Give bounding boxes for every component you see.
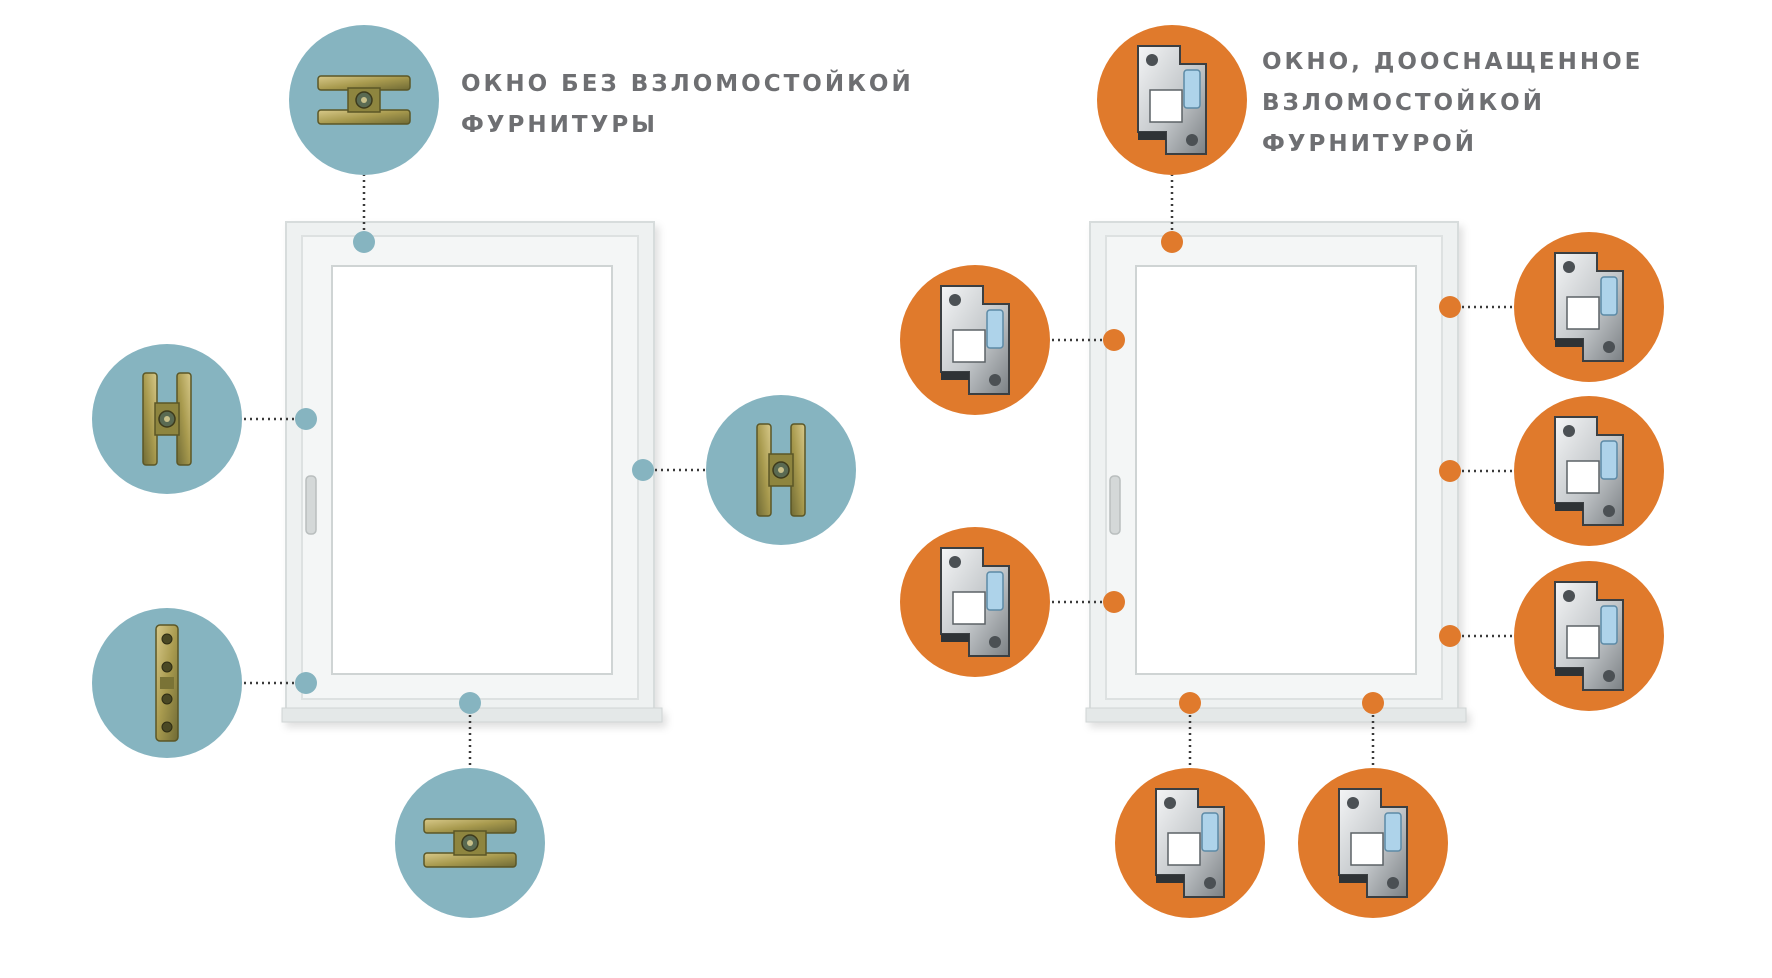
locking-point xyxy=(1115,692,1265,918)
standard-locking-points xyxy=(92,25,856,918)
mushroom-cam-icon xyxy=(423,818,517,868)
window-sill xyxy=(1085,707,1467,723)
caption-line: ФУРНИТУРОЙ xyxy=(1262,131,1477,157)
locking-point xyxy=(1097,25,1247,253)
locking-point xyxy=(1439,561,1664,711)
hardware-bubble xyxy=(1298,768,1448,918)
hardware-bubble xyxy=(1514,396,1664,546)
hardware-bubble xyxy=(706,395,856,545)
window-with-burglar-resistant-hardware xyxy=(1085,221,1467,723)
hardware-bubble xyxy=(289,25,439,175)
locking-point xyxy=(92,608,317,758)
caption-reinforced-window: ОКНО, ДООСНАЩЕННОЕ ВЗЛОМОСТОЙКОЙ ФУРНИТУ… xyxy=(1262,42,1643,165)
locking-point xyxy=(289,25,439,253)
hardware-bubble xyxy=(1097,25,1247,175)
caption-line: ВЗЛОМОСТОЙКОЙ xyxy=(1262,90,1545,116)
window-glass xyxy=(1135,265,1417,675)
caption-line: ОКНО БЕЗ ВЗЛОМОСТОЙКОЙ xyxy=(461,71,914,97)
mushroom-cam-icon xyxy=(142,372,192,466)
security-keeper-icon xyxy=(1155,788,1225,898)
anchor-dot xyxy=(459,692,481,714)
mushroom-cam-icon xyxy=(756,423,806,517)
hardware-bubble xyxy=(1514,561,1664,711)
anchor-dot xyxy=(295,408,317,430)
security-keeper-icon xyxy=(940,285,1010,395)
anchor-dot xyxy=(1103,591,1125,613)
anchor-dot xyxy=(1439,296,1461,318)
anchor-dot xyxy=(1439,460,1461,482)
mushroom-cam-icon xyxy=(155,624,179,742)
security-keeper-icon xyxy=(1554,252,1624,362)
caption-line: ОКНО, ДООСНАЩЕННОЕ xyxy=(1262,49,1644,75)
security-keeper-icon xyxy=(1554,416,1624,526)
reinforced-locking-points xyxy=(900,25,1664,918)
window-handle xyxy=(1109,475,1121,535)
hardware-bubble xyxy=(92,608,242,758)
hardware-bubble xyxy=(92,344,242,494)
anchor-dot xyxy=(353,231,375,253)
anchor-dot xyxy=(1161,231,1183,253)
anchor-dot xyxy=(295,672,317,694)
locking-point xyxy=(1439,396,1664,546)
window-glass xyxy=(331,265,613,675)
hardware-bubble xyxy=(1115,768,1265,918)
security-keeper-icon xyxy=(1338,788,1408,898)
caption-standard-window: ОКНО БЕЗ ВЗЛОМОСТОЙКОЙ ФУРНИТУРЫ xyxy=(461,64,914,146)
mushroom-cam-icon xyxy=(317,75,411,125)
anchor-dot xyxy=(1179,692,1201,714)
hardware-bubble xyxy=(1514,232,1664,382)
hardware-bubble xyxy=(900,265,1050,415)
locking-point xyxy=(395,692,545,918)
hardware-bubble xyxy=(900,527,1050,677)
security-keeper-icon xyxy=(940,547,1010,657)
anchor-dot xyxy=(1439,625,1461,647)
caption-line: ФУРНИТУРЫ xyxy=(461,112,659,138)
locking-point xyxy=(1298,692,1448,918)
locking-point xyxy=(1439,232,1664,382)
window-without-burglar-resistant-hardware xyxy=(281,221,663,723)
locking-point xyxy=(632,395,856,545)
locking-point xyxy=(92,344,317,494)
anchor-dot xyxy=(1103,329,1125,351)
locking-point xyxy=(900,265,1125,415)
hardware-bubble xyxy=(395,768,545,918)
security-keeper-icon xyxy=(1137,45,1207,155)
window-handle xyxy=(305,475,317,535)
security-keeper-icon xyxy=(1554,581,1624,691)
anchor-dot xyxy=(1362,692,1384,714)
anchor-dot xyxy=(632,459,654,481)
locking-point xyxy=(900,527,1125,677)
